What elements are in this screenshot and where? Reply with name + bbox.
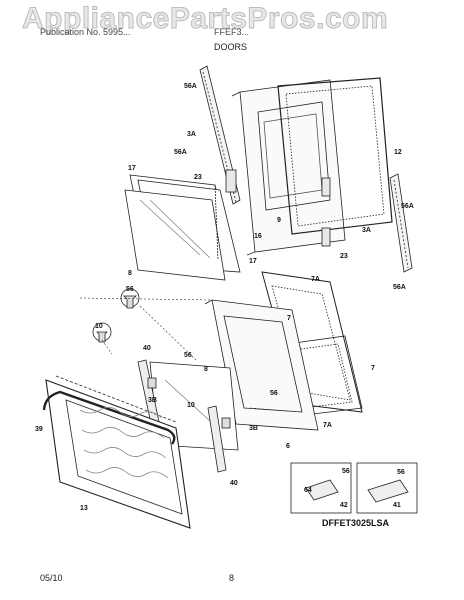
diagram-id: DFFET3025LSA [322, 518, 390, 528]
callout-56: 56 [270, 390, 278, 397]
callout-10: 10 [187, 402, 195, 409]
callout-56a: 56A [401, 203, 414, 210]
callout-3b: 3B [148, 397, 157, 404]
callout-8: 8 [128, 270, 132, 277]
callout-56a: 56A [184, 83, 197, 90]
callout-13: 13 [80, 505, 88, 512]
callout-7a: 7A [323, 422, 332, 429]
detail-box-41 [356, 462, 418, 514]
callout-42: 42 [340, 502, 348, 509]
callout-17: 17 [128, 165, 136, 172]
callout-56: 56 [342, 468, 350, 475]
header-publication: Publication No. 5995... [40, 27, 131, 37]
callout-56a: 56A [393, 284, 406, 291]
hinge-strip-left [199, 65, 241, 205]
callout-7: 7 [371, 365, 375, 372]
callout-56: 56 [184, 352, 192, 359]
callout-56: 56 [397, 469, 405, 476]
callout-10: 10 [95, 323, 103, 330]
outer-door-panel [42, 375, 191, 529]
hinge-bracket-upper [225, 169, 331, 247]
window-glass-pack [124, 174, 241, 281]
callout-9: 9 [277, 217, 281, 224]
callout-40: 40 [230, 480, 238, 487]
leader-lines [79, 297, 301, 413]
callout-16: 16 [254, 233, 262, 240]
callout-40: 40 [143, 345, 151, 352]
callout-7a: 7A [311, 276, 320, 283]
footer-page-number: 8 [229, 573, 235, 583]
callout-6: 6 [286, 443, 290, 450]
callout-39: 39 [35, 426, 43, 433]
footer-date: 05/10 [40, 573, 63, 583]
callout-56a: 56A [174, 149, 187, 156]
callout-41: 41 [393, 502, 401, 509]
callout-3b: 3B [249, 425, 258, 432]
door-gasket [277, 77, 393, 235]
callout-56: 56 [126, 286, 134, 293]
callout-12: 12 [394, 149, 402, 156]
callout-64: 64 [304, 487, 312, 494]
watermark: AppliancePartsPros.com [21, 2, 389, 36]
screw-icons [92, 288, 140, 343]
callout-8: 8 [204, 366, 208, 373]
callout-23: 23 [194, 174, 202, 181]
callout-3a: 3A [362, 227, 371, 234]
callout-3a: 3A [187, 131, 196, 138]
hinge-strip-right [389, 173, 413, 273]
detail-box-64-42 [290, 462, 352, 514]
callout-17: 17 [249, 258, 257, 265]
section-title: DOORS [214, 42, 248, 52]
header-model: FFEF3... [214, 27, 250, 37]
callout-7: 7 [287, 315, 291, 322]
callout-23: 23 [340, 253, 348, 260]
